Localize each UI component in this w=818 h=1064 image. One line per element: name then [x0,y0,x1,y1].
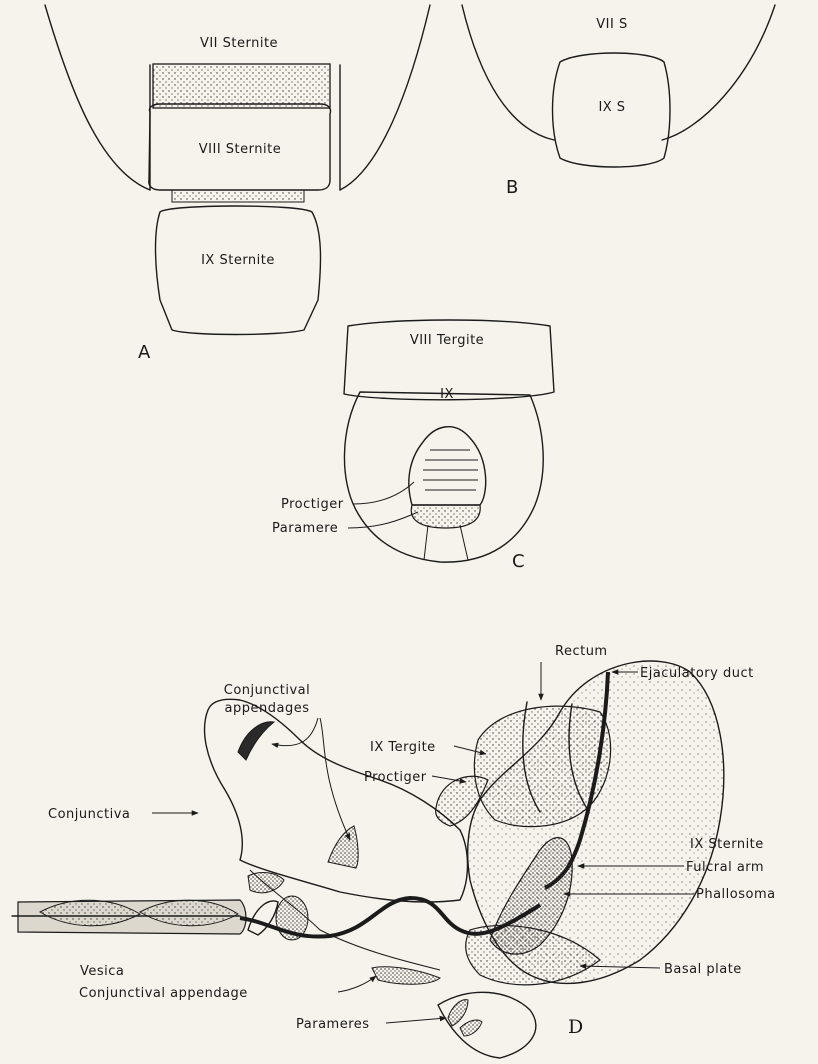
label-parameres: Parameres [296,1017,370,1032]
conjunctival-appendage-lower [372,967,440,985]
label-proctiger-c: Proctiger [281,497,344,512]
panel-letter-d: D [568,1016,583,1038]
label-vii-s: VII S [596,17,627,32]
label-phallosoma: Phallosoma [696,887,776,902]
panel-a: VII Sternite VIII Sternite IX Sternite A [45,5,430,363]
label-paramere-c: Paramere [272,521,338,536]
panel-c: VIII Tergite IX Proctiger Paramere C [272,320,554,572]
label-vesica: Vesica [80,964,124,979]
label-conjunctival-appendages-2: appendages [225,701,310,716]
panel-letter-b: B [506,177,518,198]
label-rectum: Rectum [555,644,608,659]
ix-segment-outline [344,392,543,562]
panel-b: VII S IX S B [462,5,775,198]
paramere-area [411,505,480,528]
label-ejaculatory-duct: Ejaculatory duct [640,666,754,681]
label-ix-c: IX [440,387,454,402]
label-proctiger-d: Proctiger [364,770,427,785]
label-ix-sternite-d: IX Sternite [690,837,764,852]
panel-letter-c: C [512,551,525,572]
label-conjunctival-appendages-1: Conjunctival [224,683,311,698]
label-ix-tergite: IX Tergite [370,740,436,755]
intersegment-membrane-viii [172,190,304,202]
conjunctival-appendage-upper [238,722,274,760]
label-conjunctival-appendage: Conjunctival appendage [79,986,248,1001]
conjunctiva-outline [205,699,468,902]
conjunctival-appendage-left-small [248,873,284,893]
label-ix-sternite-a: IX Sternite [201,253,275,268]
label-fulcral-arm: Fulcral arm [686,860,764,875]
label-viii-tergite: VIII Tergite [410,333,484,348]
panel-letter-a: A [138,342,151,363]
intersegment-membrane-vii [153,64,330,108]
ix-sternite-plate [156,206,321,335]
panel-d: Rectum Ejaculatory duct Conjunctival app… [12,644,776,1058]
label-vii-sternite: VII Sternite [200,36,278,51]
proctiger-c [409,427,486,505]
label-ix-s: IX S [598,100,625,115]
label-viii-sternite: VIII Sternite [199,142,281,157]
label-conjunctiva: Conjunctiva [48,807,130,822]
conjunctival-appendage-middle [328,826,358,868]
label-basal-plate: Basal plate [664,962,742,977]
